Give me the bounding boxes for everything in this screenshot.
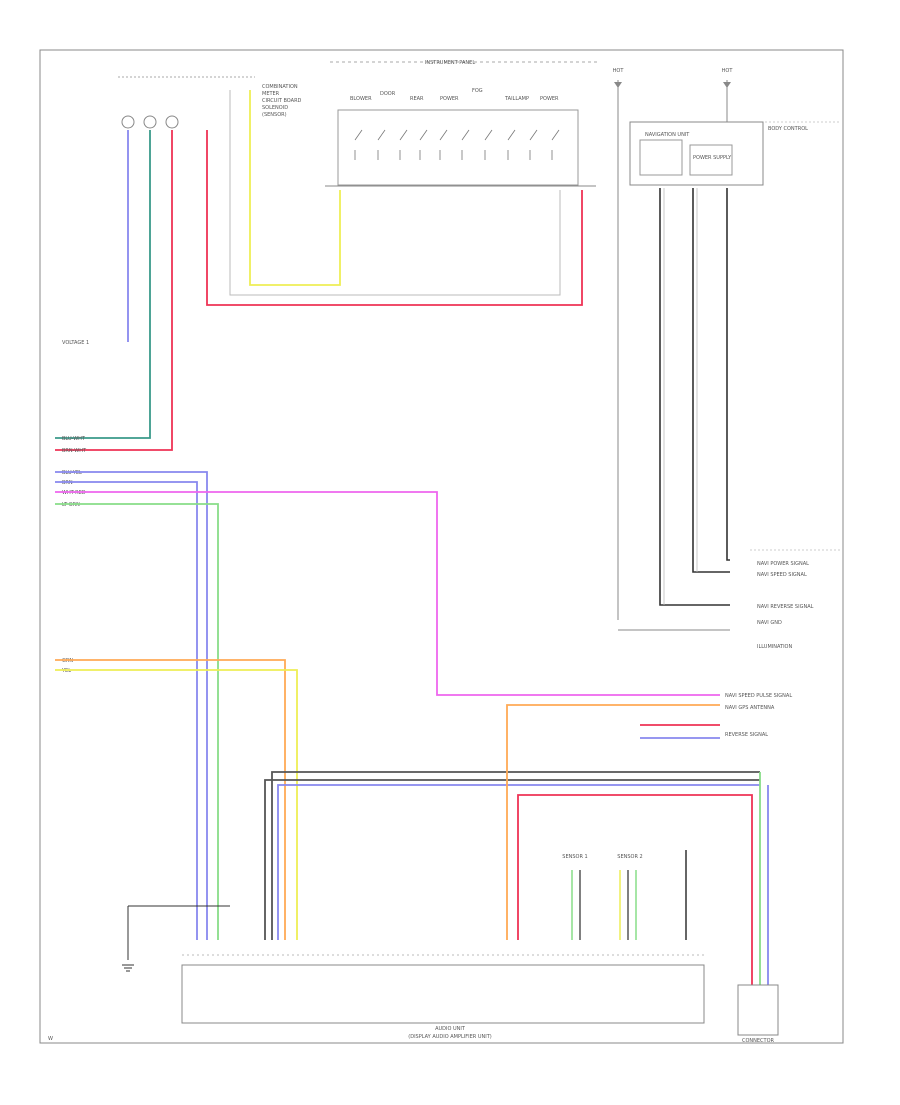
relay-box: [337, 109, 579, 186]
right-label-1: NAVI POWER SIGNAL: [757, 561, 809, 567]
left-wire-4: BRN: [62, 480, 73, 486]
left-wire-2: BRN-WHT: [62, 448, 87, 454]
frame-border: [39, 49, 844, 1044]
footer-tag: W: [48, 1036, 53, 1042]
hot-label-2: HOT: [722, 68, 734, 74]
speaker-left-label: VOLTAGE 1: [62, 340, 89, 346]
fuse-note-3: CIRCUIT BOARD: [262, 98, 302, 104]
relay-label-5: FOG: [472, 88, 483, 94]
fuse-note-4: SOLENOID: [262, 105, 288, 111]
relay-switches: [354, 129, 560, 160]
body-control-label: BODY CONTROL: [768, 126, 808, 132]
right-label-5: ILLUMINATION: [757, 644, 792, 650]
arrow-icon-1: [614, 82, 622, 88]
module-wires: [618, 188, 730, 631]
module-inner-1: [639, 139, 683, 176]
left-wire-7: GRN: [62, 658, 73, 664]
module-label: NAVIGATION UNIT: [645, 132, 690, 138]
right-terminal-labels: NAVI POWER SIGNAL NAVI SPEED SIGNAL NAVI…: [757, 561, 814, 650]
relay-label-7: POWER: [540, 96, 559, 102]
audio-unit-box: [181, 964, 705, 1024]
right-label-2: NAVI SPEED SIGNAL: [757, 572, 807, 578]
relay-label-6: TAILLAMP: [504, 96, 529, 102]
module-inner-2: [689, 144, 733, 176]
fuse-group: [121, 115, 179, 129]
relay-label-3: REAR: [410, 96, 424, 102]
navigation-module: [629, 121, 764, 186]
fuse-note-1: COMBINATION: [262, 84, 298, 90]
sensor-label-1: SENSOR 1: [562, 854, 587, 860]
left-terminal-labels: BLU-WHT BRN-WHT BLU-YEL BRN WHT-RED LT G…: [61, 436, 87, 674]
right-lower-labels: NAVI SPEED PULSE SIGNAL NAVI GPS ANTENNA…: [725, 693, 792, 738]
sensor-label-2: SENSOR 2: [617, 854, 642, 860]
module-sub: POWER SUPPLY: [693, 155, 732, 161]
right-label-4: NAVI GND: [757, 620, 782, 626]
right-lower-2: NAVI GPS ANTENNA: [725, 705, 775, 711]
fuse-icon-1: [121, 115, 135, 129]
sensor-wires: [571, 850, 687, 940]
main-wires: [55, 471, 769, 985]
fuse-note-5: (SENSOR): [262, 112, 287, 118]
left-wire-3: BLU-YEL: [62, 470, 82, 476]
left-wire-6: LT GRN: [62, 502, 80, 508]
fuse-box-title: INSTRUMENT PANEL: [425, 60, 475, 66]
relay-label-4: POWER: [440, 96, 459, 102]
audio-unit-title: AUDIO UNIT: [435, 1026, 466, 1032]
arrow-icon-2: [723, 82, 731, 88]
left-wire-5: WHT-RED: [62, 490, 86, 496]
fuse-wires: [55, 90, 583, 451]
fuse-icon-2: [143, 115, 157, 129]
right-label-3: NAVI REVERSE SIGNAL: [757, 604, 814, 610]
hot-label-1: HOT: [613, 68, 625, 74]
left-wire-1: BLU-WHT: [62, 436, 86, 442]
audio-unit-sub: (DISPLAY AUDIO AMPLIFIER UNIT): [408, 1034, 491, 1040]
fuse-note-2: METER: [262, 91, 280, 97]
relay-label-2: DOOR: [380, 91, 396, 97]
corner-connector: [737, 984, 779, 1036]
left-wire-8: YEL: [61, 668, 71, 674]
relay-label-1: BLOWER: [350, 96, 372, 102]
right-lower-1: NAVI SPEED PULSE SIGNAL: [725, 693, 792, 699]
corner-unit-title: CONNECTOR: [742, 1038, 775, 1044]
fuse-icon-3: [165, 115, 179, 129]
right-lower-3: REVERSE SIGNAL: [725, 732, 768, 738]
